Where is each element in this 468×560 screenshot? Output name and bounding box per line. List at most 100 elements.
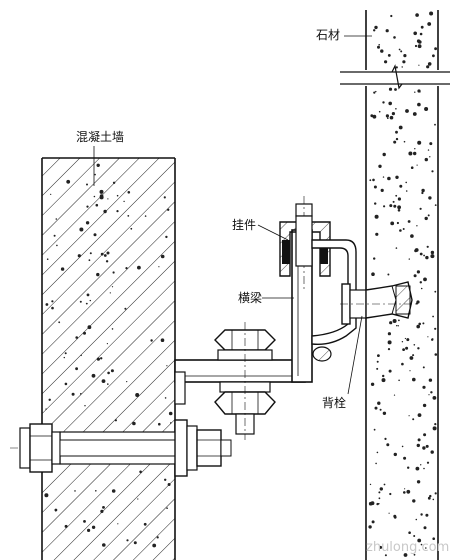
aggregate-speck <box>166 507 168 510</box>
aggregate-speck <box>79 227 84 232</box>
aggregate-speck <box>419 32 423 36</box>
aggregate-speck <box>432 498 435 501</box>
aggregate-speck <box>105 260 109 263</box>
aggregate-speck <box>402 348 405 351</box>
label-hanger-text: 挂件 <box>232 218 256 232</box>
aggregate-speck <box>126 381 128 383</box>
aggregate-speck <box>403 553 408 557</box>
aggregate-speck <box>415 466 420 471</box>
aggregate-speck <box>429 142 433 146</box>
aggregate-speck <box>158 422 161 426</box>
aggregate-speck <box>64 524 68 528</box>
aggregate-speck <box>390 14 393 18</box>
aggregate-speck <box>374 202 377 205</box>
aggregate-speck <box>434 123 436 126</box>
aggregate-speck <box>417 102 421 107</box>
aggregate-speck <box>156 536 159 539</box>
aggregate-speck <box>417 413 422 417</box>
aggregate-speck <box>412 499 416 503</box>
aggregate-speck <box>370 382 375 386</box>
aggregate-speck <box>93 195 96 198</box>
aggregate-speck <box>420 464 422 466</box>
aggregate-speck <box>111 489 116 493</box>
aggregate-speck <box>393 204 397 208</box>
aggregate-speck <box>85 221 90 225</box>
aggregate-speck <box>389 321 393 325</box>
aggregate-speck <box>373 428 376 431</box>
aggregate-speck <box>86 205 89 208</box>
watermark: zhulong.com <box>366 540 449 555</box>
aggregate-speck <box>382 101 385 104</box>
aggregate-speck <box>96 272 100 277</box>
aggregate-speck <box>406 489 411 494</box>
aggregate-speck <box>389 204 393 208</box>
aggregate-speck <box>103 254 107 257</box>
aggregate-speck <box>99 189 104 194</box>
aggregate-speck <box>424 216 428 221</box>
aggregate-speck <box>423 433 427 437</box>
aggregate-speck <box>164 478 167 481</box>
aggregate-speck <box>102 506 105 509</box>
aggregate-speck <box>395 66 398 69</box>
aggregate-speck <box>139 470 142 474</box>
aggregate-speck <box>107 371 110 375</box>
aggregate-speck <box>425 444 429 448</box>
aggregate-speck <box>395 130 398 134</box>
aggregate-speck <box>164 397 167 399</box>
aggregate-speck <box>100 357 103 360</box>
aggregate-speck <box>103 209 107 214</box>
aggregate-speck <box>368 525 372 529</box>
aggregate-speck <box>137 265 141 270</box>
aggregate-speck <box>160 338 165 343</box>
aggregate-speck <box>422 385 426 389</box>
aggregate-speck <box>109 292 111 294</box>
aggregate-speck <box>387 273 390 276</box>
aggregate-speck <box>414 91 416 93</box>
aggregate-speck <box>382 411 387 415</box>
aggregate-speck <box>83 331 86 335</box>
aggregate-speck <box>374 214 379 219</box>
label-stone: 石材 <box>316 28 372 42</box>
aggregate-speck <box>95 203 99 207</box>
aggregate-speck <box>372 178 375 182</box>
aggregate-speck <box>413 535 416 537</box>
aggregate-speck <box>432 315 434 318</box>
aggregate-speck <box>91 373 96 378</box>
aggregate-speck <box>167 208 170 211</box>
aggregate-speck <box>150 339 153 342</box>
aggregate-speck <box>408 531 411 534</box>
aggregate-speck <box>403 140 406 143</box>
aggregate-speck <box>404 337 406 340</box>
aggregate-speck <box>80 393 82 395</box>
aggregate-speck <box>64 352 67 355</box>
aggregate-speck <box>423 526 427 530</box>
label-back-bolt-text: 背栓 <box>322 395 346 410</box>
aggregate-speck <box>50 193 52 195</box>
aggregate-speck <box>375 462 377 465</box>
aggregate-speck <box>394 88 397 91</box>
aggregate-speck <box>137 498 139 500</box>
aggregate-speck <box>88 259 91 262</box>
crossbeam-angle <box>174 229 313 405</box>
aggregate-speck <box>376 502 379 506</box>
aggregate-speck <box>75 367 78 371</box>
aggregate-speck <box>388 369 392 373</box>
aggregate-speck <box>416 270 420 274</box>
aggregate-speck <box>384 554 387 557</box>
aggregate-speck <box>403 491 406 494</box>
aggregate-speck <box>126 539 129 542</box>
aggregate-speck <box>416 164 418 166</box>
aggregate-speck <box>382 176 385 178</box>
aggregate-speck <box>397 205 401 210</box>
aggregate-speck <box>430 391 433 394</box>
aggregate-speck <box>397 209 401 212</box>
aggregate-speck <box>422 403 427 408</box>
aggregate-speck <box>87 325 92 330</box>
aggregate-speck <box>425 513 429 517</box>
aggregate-speck <box>387 54 391 57</box>
label-stone-text: 石材 <box>316 28 340 42</box>
aggregate-speck <box>385 114 389 118</box>
aggregate-speck <box>371 520 375 524</box>
aggregate-speck <box>407 220 411 223</box>
aggregate-speck <box>424 157 428 162</box>
